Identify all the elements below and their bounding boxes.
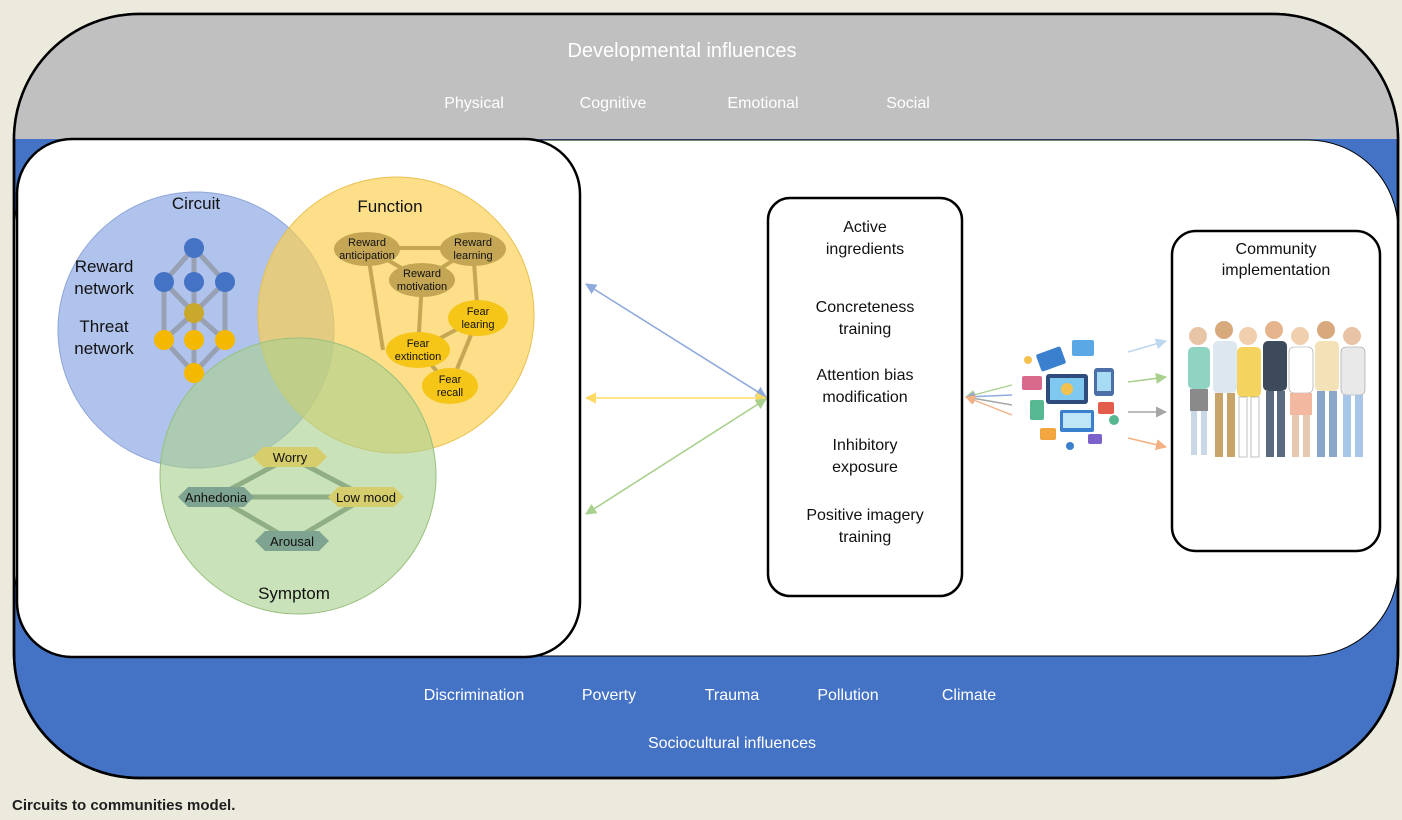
active-ingredients-title: ingredients	[826, 241, 904, 258]
function-node-label: anticipation	[339, 250, 395, 262]
community-title: Community	[1236, 241, 1317, 258]
symptom-node-anhedonia	[178, 487, 254, 507]
threat-network-label-line1: Threat	[79, 317, 128, 336]
symptom-node-arousal	[255, 531, 329, 551]
ingredient-concreteness: training	[839, 321, 891, 338]
function-node-fear-recall	[422, 368, 478, 404]
active-ingredients-title: Active	[843, 219, 887, 236]
developmental-title: Developmental influences	[567, 40, 796, 62]
symptom-label-worry: Worry	[273, 450, 308, 465]
function-node-reward-motivation	[389, 263, 455, 297]
arrow-community-4	[1127, 437, 1168, 451]
function-node-label: learning	[453, 250, 492, 262]
threat-node	[154, 330, 174, 350]
developmental-item-social: Social	[886, 95, 930, 112]
function-title: Function	[357, 197, 422, 216]
sociocultural-item-trauma: Trauma	[705, 687, 760, 704]
function-node-label: Fear	[439, 374, 462, 386]
reward-node	[215, 272, 235, 292]
reward-node	[184, 238, 204, 258]
function-node-label: Reward	[454, 237, 492, 249]
reward-node	[184, 272, 204, 292]
symptom-node-worry	[253, 447, 327, 467]
people-group-illustration	[1188, 321, 1366, 458]
threat-network-label-line2: network	[74, 339, 134, 358]
active-ingredients-box	[766, 196, 964, 598]
sociocultural-item-poverty: Poverty	[582, 687, 636, 704]
reward-network-nodes	[154, 238, 235, 292]
sociocultural-item-climate: Climate	[942, 687, 996, 704]
function-node-label: Fear	[407, 338, 430, 350]
function-node-label: extinction	[395, 351, 441, 363]
symptom-node-low-mood	[328, 487, 404, 507]
threat-node	[184, 330, 204, 350]
symptom-title: Symptom	[258, 584, 330, 603]
ingredient-attention-bias: modification	[822, 389, 907, 406]
arrow-community-1	[1127, 338, 1168, 353]
ingredient-inhibitory-exposure: exposure	[832, 459, 898, 476]
developmental-item-cognitive: Cognitive	[580, 95, 647, 112]
reward-network-label-line1: Reward	[75, 257, 134, 276]
function-node-reward-learning	[440, 232, 506, 266]
ingredient-attention-bias: Attention bias	[817, 367, 914, 384]
symptom-label-arousal: Arousal	[270, 534, 314, 549]
function-node-label: recall	[437, 387, 463, 399]
circuit-title: Circuit	[172, 194, 220, 213]
digital-devices-icon	[1022, 340, 1119, 450]
symptom-label-low-mood: Low mood	[336, 490, 396, 505]
function-node-label: Reward	[403, 268, 441, 280]
ingredient-positive-imagery: Positive imagery	[806, 507, 923, 524]
reward-network-label-line2: network	[74, 279, 134, 298]
function-node-label: Reward	[348, 237, 386, 249]
threat-node	[184, 363, 204, 383]
outer-border	[12, 12, 1400, 780]
ingredient-concreteness: Concreteness	[816, 299, 915, 316]
developmental-item-emotional: Emotional	[727, 95, 798, 112]
function-node-fear-extinction	[386, 332, 450, 368]
arrow-symptom	[585, 398, 767, 515]
sociocultural-title: Sociocultural influences	[648, 735, 816, 752]
threat-network-nodes	[154, 303, 235, 383]
circuits-to-communities-diagram: Developmental influences Physical Cognit…	[12, 12, 1400, 780]
figure-caption: Circuits to communities model.	[12, 797, 236, 814]
ingredient-inhibitory-exposure: Inhibitory	[833, 437, 898, 454]
arrow-devices-4	[965, 395, 1013, 416]
community-title: implementation	[1222, 262, 1331, 279]
arrow-circuit	[585, 283, 767, 398]
developmental-band	[14, 14, 1398, 139]
function-node-label: learing	[461, 319, 494, 331]
arrow-community-2	[1127, 372, 1168, 384]
developmental-item-physical: Physical	[444, 95, 504, 112]
function-node-fear-learing	[448, 300, 508, 336]
sociocultural-item-discrimination: Discrimination	[424, 687, 524, 704]
shared-node	[184, 303, 204, 323]
function-node-label: motivation	[397, 281, 447, 293]
symptom-circle	[159, 337, 437, 615]
symptom-label-anhedonia: Anhedonia	[185, 490, 248, 505]
threat-node	[215, 330, 235, 350]
function-nodes	[334, 232, 508, 404]
function-node-reward-anticipation	[334, 232, 400, 266]
function-node-label: Fear	[467, 306, 490, 318]
sociocultural-item-pollution: Pollution	[817, 687, 878, 704]
ingredient-positive-imagery: training	[839, 529, 891, 546]
reward-node	[154, 272, 174, 292]
